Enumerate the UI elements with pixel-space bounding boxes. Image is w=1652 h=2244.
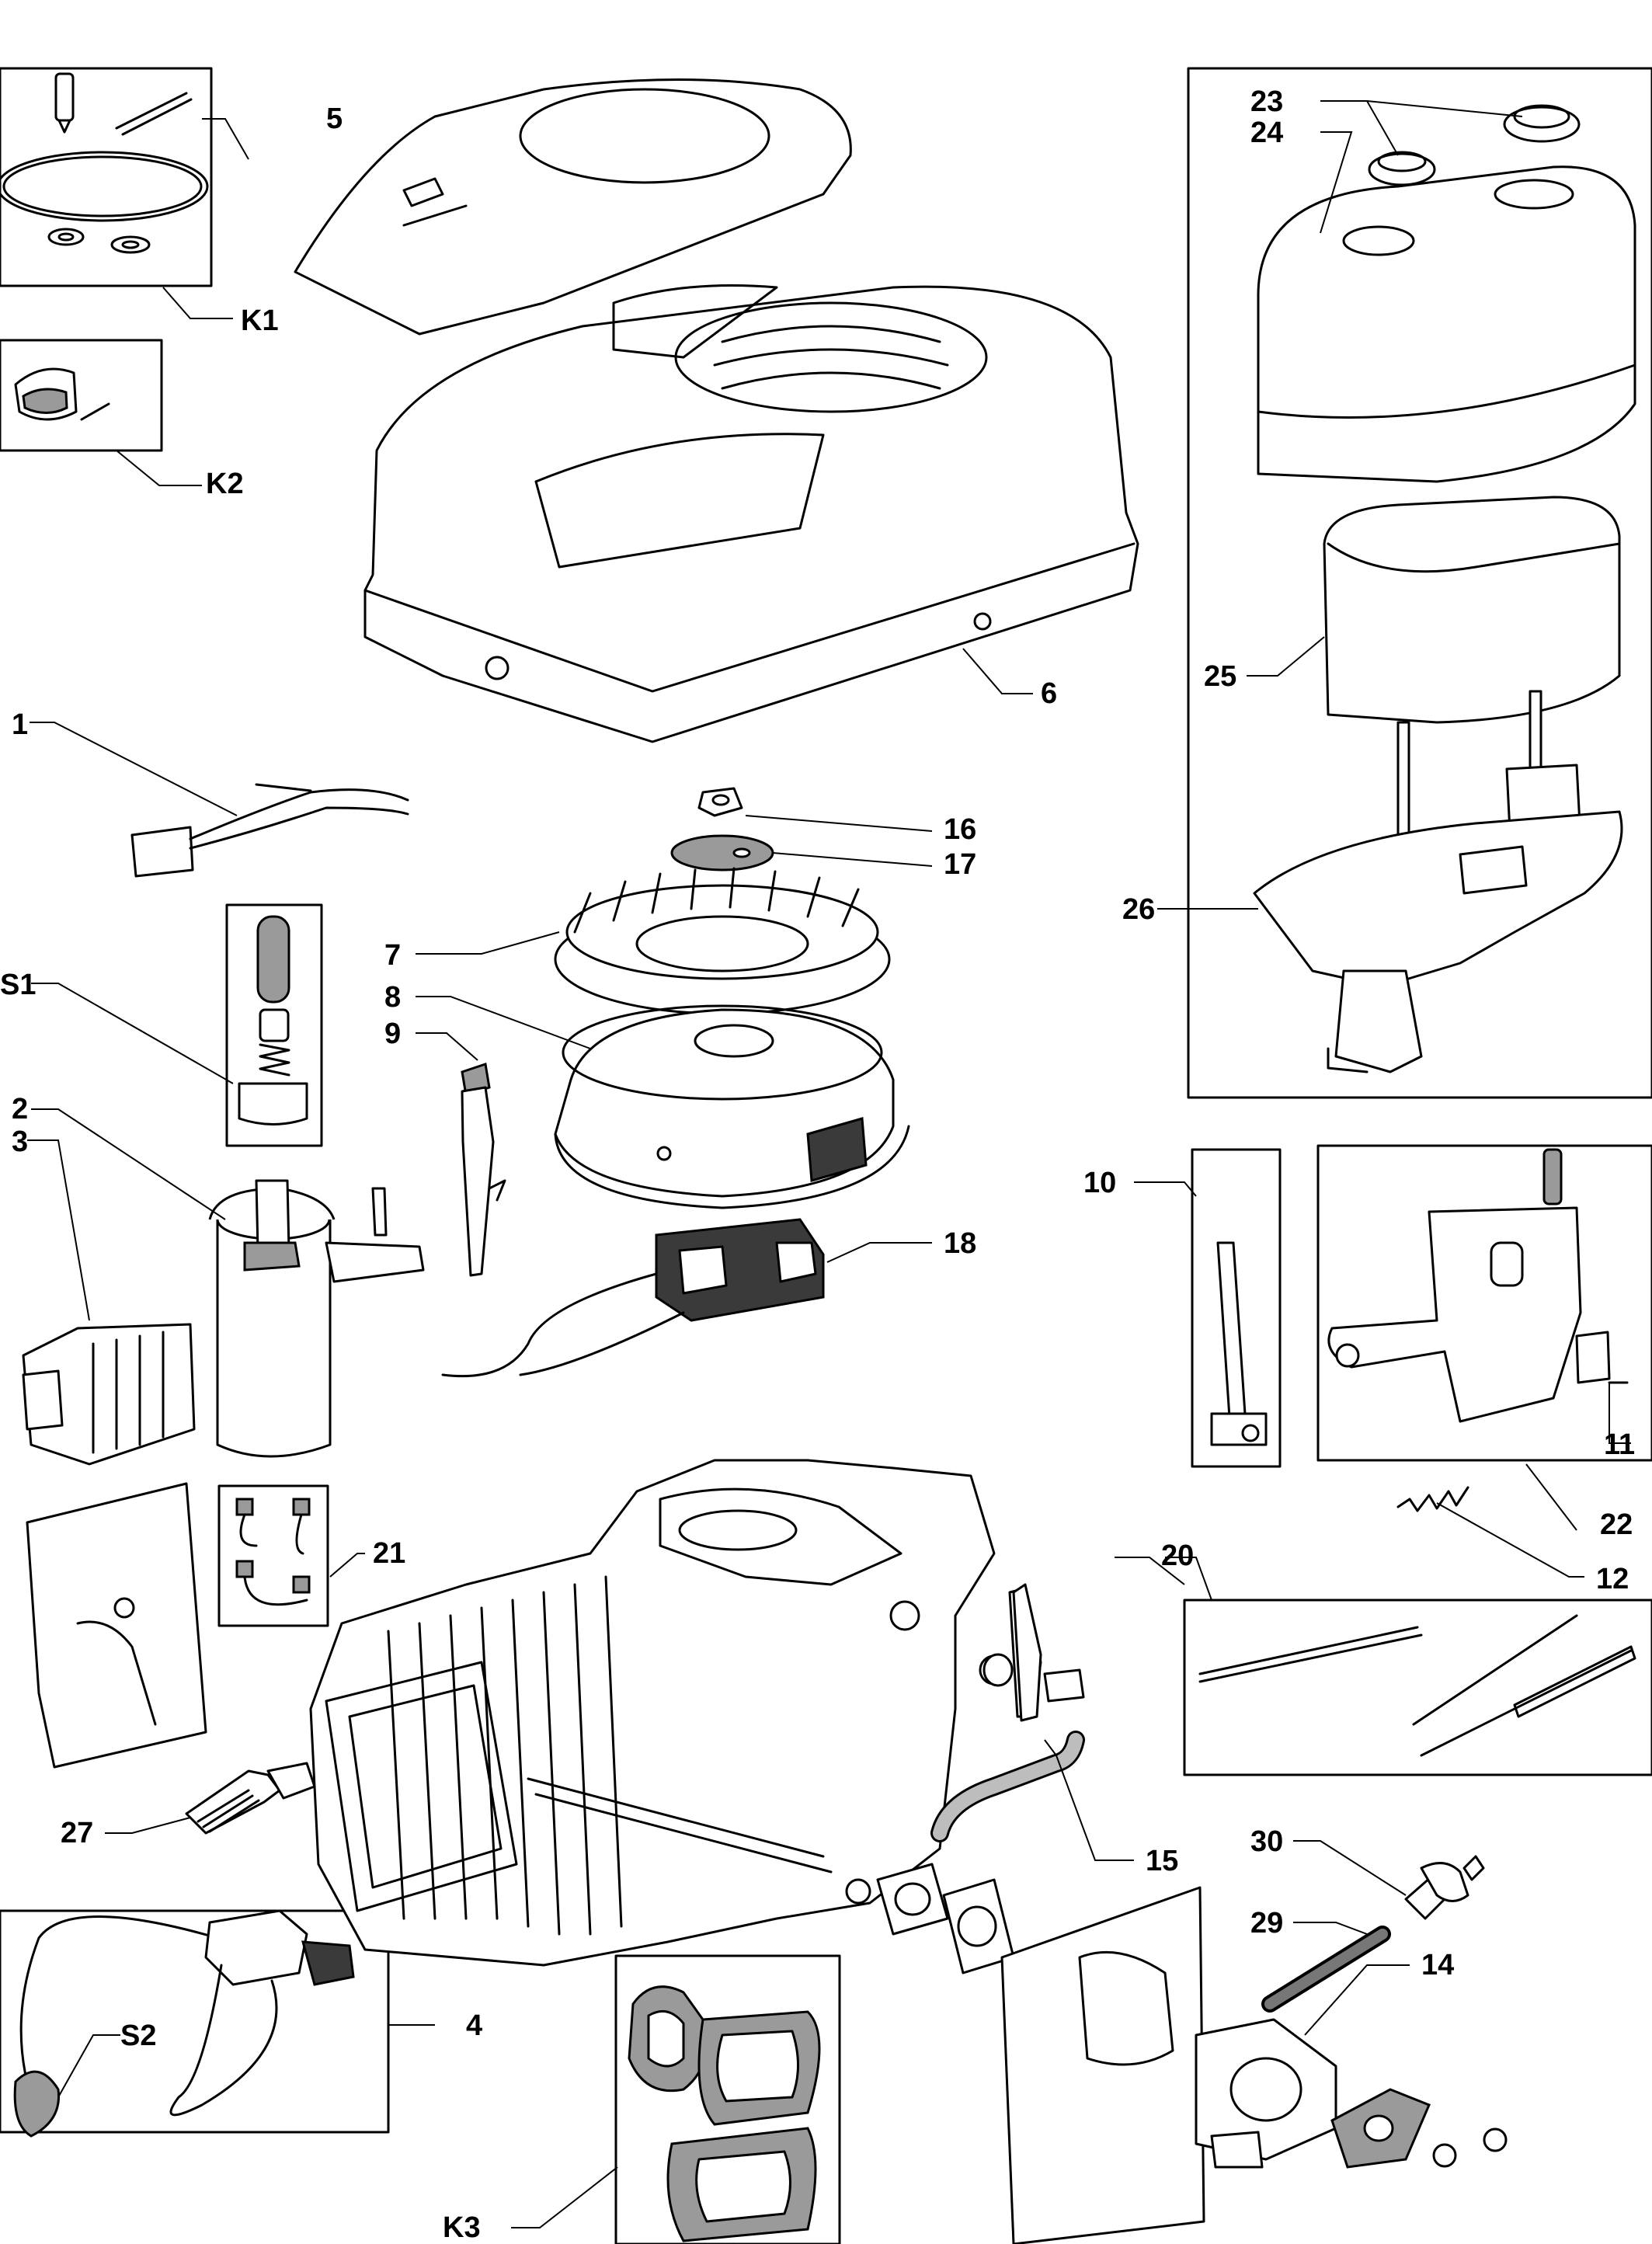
callout-27: 27 <box>61 1817 93 1849</box>
fuel-valve-part-30 <box>1404 1855 1485 1920</box>
callout-2: 2 <box>12 1093 28 1125</box>
kit-k2-box <box>0 339 163 452</box>
callout-22: 22 <box>1600 1508 1633 1541</box>
callout-15: 15 <box>1146 1845 1178 1877</box>
callout-23: 23 <box>1250 85 1283 118</box>
engine-shroud-part-6 <box>363 284 1139 743</box>
kit-air-filter-box <box>1187 67 1652 1099</box>
callout-8: 8 <box>384 981 401 1014</box>
rectifier-part-3 <box>22 1323 196 1466</box>
callout-29: 29 <box>1250 1907 1283 1940</box>
dipstick-part-9 <box>461 1063 506 1277</box>
carburetor-part-14 <box>1000 1886 1508 2244</box>
callout-1: 1 <box>12 708 28 741</box>
callout-6: 6 <box>1041 677 1057 710</box>
callout-25: 25 <box>1204 660 1236 693</box>
fan-part-7 <box>554 867 891 1015</box>
leader-lines <box>27 100 1631 2228</box>
baffle-part-5 <box>294 78 852 336</box>
callout-12: 12 <box>1596 1563 1629 1595</box>
callout-labels: 5 K1 K2 6 1 S1 2 3 7 8 9 16 17 18 10 11 … <box>0 85 1635 2244</box>
callout-14: 14 <box>1421 1949 1454 1981</box>
breather-hose-part-15 <box>930 1731 1085 1842</box>
callout-4: 4 <box>466 2009 482 2042</box>
governor-arm <box>983 1583 1085 1722</box>
callout-3: 3 <box>12 1125 28 1158</box>
callout-16: 16 <box>944 813 976 846</box>
spring-part-12 <box>1396 1486 1469 1512</box>
callout-k3: K3 <box>443 2211 481 2244</box>
flywheel-part-8 <box>554 1004 910 1209</box>
air-cleaner-cover <box>1257 165 1636 483</box>
kit-11-box <box>1316 1144 1652 1462</box>
kit-k1-box <box>0 67 213 287</box>
harness-part-1 <box>130 783 409 878</box>
air-cleaner-base-part-26 <box>1253 810 1623 1073</box>
callout-k2: K2 <box>206 468 244 500</box>
callout-10: 10 <box>1083 1167 1116 1199</box>
kit-10-box <box>1191 1148 1282 1468</box>
callout-s2: S2 <box>120 2020 156 2052</box>
callout-30: 30 <box>1250 1825 1283 1858</box>
callout-21: 21 <box>373 1537 405 1570</box>
kit-s1-box <box>225 903 323 1147</box>
kit-21-box <box>217 1484 329 1627</box>
callout-7: 7 <box>384 939 401 972</box>
ignition-coil-part-18 <box>441 1218 825 1378</box>
washer-part-17 <box>670 834 774 872</box>
knob-part-23 <box>1503 104 1581 143</box>
starter-motor-part-2 <box>208 1179 425 1458</box>
callout-20: 20 <box>1161 1539 1194 1572</box>
callout-s1: S1 <box>0 969 36 1001</box>
intake-gaskets <box>876 1863 1015 1974</box>
kit-20-box <box>1183 1599 1652 1776</box>
fuel-line-part-29 <box>1261 1926 1391 2013</box>
callout-24: 24 <box>1250 117 1283 149</box>
kit-k3-box <box>614 1954 841 2244</box>
spark-plug-part-27 <box>185 1762 316 1835</box>
nut-part-16 <box>697 787 743 817</box>
callout-17: 17 <box>944 848 976 881</box>
kit-s2-box <box>0 1909 390 2138</box>
callout-9: 9 <box>384 1018 401 1050</box>
callout-11: 11 <box>1604 1428 1635 1461</box>
callout-5: 5 <box>326 103 343 135</box>
callout-18: 18 <box>944 1227 976 1260</box>
heat-shield-bracket <box>26 1482 207 1769</box>
callout-26: 26 <box>1122 893 1155 926</box>
callout-k1: K1 <box>241 304 279 337</box>
knob-part-24 <box>1368 151 1436 186</box>
